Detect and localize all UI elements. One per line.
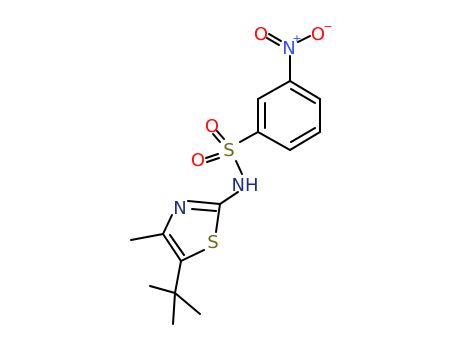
atom-nh: NH xyxy=(232,175,259,196)
bond-n3-c4 xyxy=(162,214,173,235)
bond-tbu-me1 xyxy=(149,285,176,294)
bond-n-o-left xyxy=(268,33,282,42)
bond-n-o-left-2 xyxy=(266,37,280,46)
bond-s-o-top-2 xyxy=(212,133,221,143)
atom-o-sulfonyl-top: O xyxy=(205,116,219,137)
bonds xyxy=(130,33,321,325)
atom-s-sulfonyl: S xyxy=(223,140,234,161)
bond-s1-c2 xyxy=(215,203,221,233)
bond-s-o-top xyxy=(216,130,225,140)
bond-ring-d xyxy=(257,131,291,151)
atom-labels: O N O O S O NH N S xyxy=(173,24,325,253)
bond-ring-a-inner xyxy=(290,88,316,104)
bond-ring-c xyxy=(289,131,321,151)
atom-o-nitro-right: O xyxy=(311,24,325,45)
atom-s-thiazole: S xyxy=(207,232,218,253)
bond-ring-f xyxy=(257,80,291,100)
atom-o-sulfonyl-bottom: O xyxy=(191,150,205,171)
atom-n-thiazole: N xyxy=(173,198,186,219)
bond-n-o-right xyxy=(297,35,311,43)
atom-n-nitro: N xyxy=(282,38,295,59)
bond-nh-c2 xyxy=(219,191,239,205)
atom-o-nitro-left: O xyxy=(254,24,268,45)
bond-ring-c-inner xyxy=(290,127,316,143)
bond-tbu-me2 xyxy=(174,292,201,315)
bond-c2-n3-inner xyxy=(191,208,217,212)
bond-c2-n3 xyxy=(187,200,221,205)
bond-c5-tbu xyxy=(174,260,182,294)
bond-ring-a xyxy=(289,80,321,100)
charge-o-minus: − xyxy=(323,20,332,33)
bond-c-s xyxy=(239,131,259,143)
bond-s-o-bottom-2 xyxy=(206,157,220,163)
charge-labels: + − xyxy=(292,20,332,45)
bond-tbu-me3 xyxy=(172,292,176,325)
bond-s-o-bottom xyxy=(205,153,219,159)
bond-s-nh xyxy=(235,160,243,175)
charge-n-plus: + xyxy=(292,32,301,45)
bond-c4-c5-inner xyxy=(169,234,185,256)
bond-c5-s1 xyxy=(180,249,205,262)
bond-c4-methyl xyxy=(130,233,164,241)
bond-c4-c5 xyxy=(162,233,182,262)
